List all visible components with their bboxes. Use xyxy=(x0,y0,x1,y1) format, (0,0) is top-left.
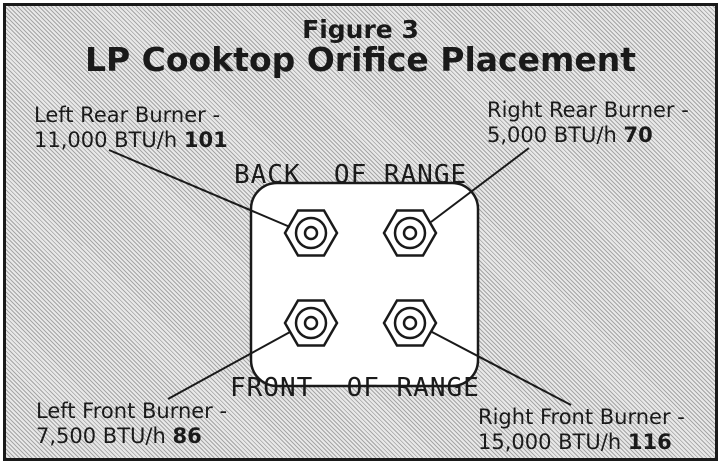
left-rear-leader xyxy=(108,149,291,228)
right-rear-orifice-size: 70 xyxy=(623,123,653,147)
right-rear-leader xyxy=(430,147,530,223)
left-front-burner-label: Left Front Burner - 7,500 BTU/h 86 xyxy=(36,399,227,449)
back-of-range-label: BACK OF RANGE xyxy=(234,160,468,190)
left-rear-orifice xyxy=(283,209,339,257)
left-front-orifice-size: 86 xyxy=(172,424,202,448)
left-rear-burner-rating: 11,000 BTU/h xyxy=(34,128,178,152)
right-front-orifice xyxy=(382,299,438,347)
right-rear-burner-name: Right Rear Burner - xyxy=(487,98,689,122)
right-front-leader xyxy=(431,331,572,406)
left-front-burner-name: Left Front Burner - xyxy=(36,399,228,423)
left-front-leader xyxy=(167,331,291,400)
front-of-range-label: FRONT OF RANGE xyxy=(230,373,480,403)
right-front-burner-label: Right Front Burner - 15,000 BTU/h 116 xyxy=(478,405,685,455)
figure-number: Figure 3 xyxy=(302,15,419,44)
right-front-burner-rating: 15,000 BTU/h xyxy=(478,430,622,454)
left-rear-orifice-size: 101 xyxy=(183,128,228,152)
left-front-orifice xyxy=(283,299,339,347)
right-front-burner-name: Right Front Burner - xyxy=(478,405,685,429)
right-rear-burner-label: Right Rear Burner - 5,000 BTU/h 70 xyxy=(487,98,689,148)
left-front-burner-rating: 7,500 BTU/h xyxy=(36,424,166,448)
left-rear-burner-name: Left Rear Burner - xyxy=(34,103,221,127)
cooktop-outline xyxy=(249,181,480,388)
right-front-orifice-size: 116 xyxy=(627,430,672,454)
left-rear-burner-label: Left Rear Burner - 11,000 BTU/h 101 xyxy=(34,103,228,153)
right-rear-orifice xyxy=(382,209,438,257)
figure-title: LP Cooktop Orifice Placement xyxy=(84,40,637,79)
right-rear-burner-rating: 5,000 BTU/h xyxy=(487,123,617,147)
